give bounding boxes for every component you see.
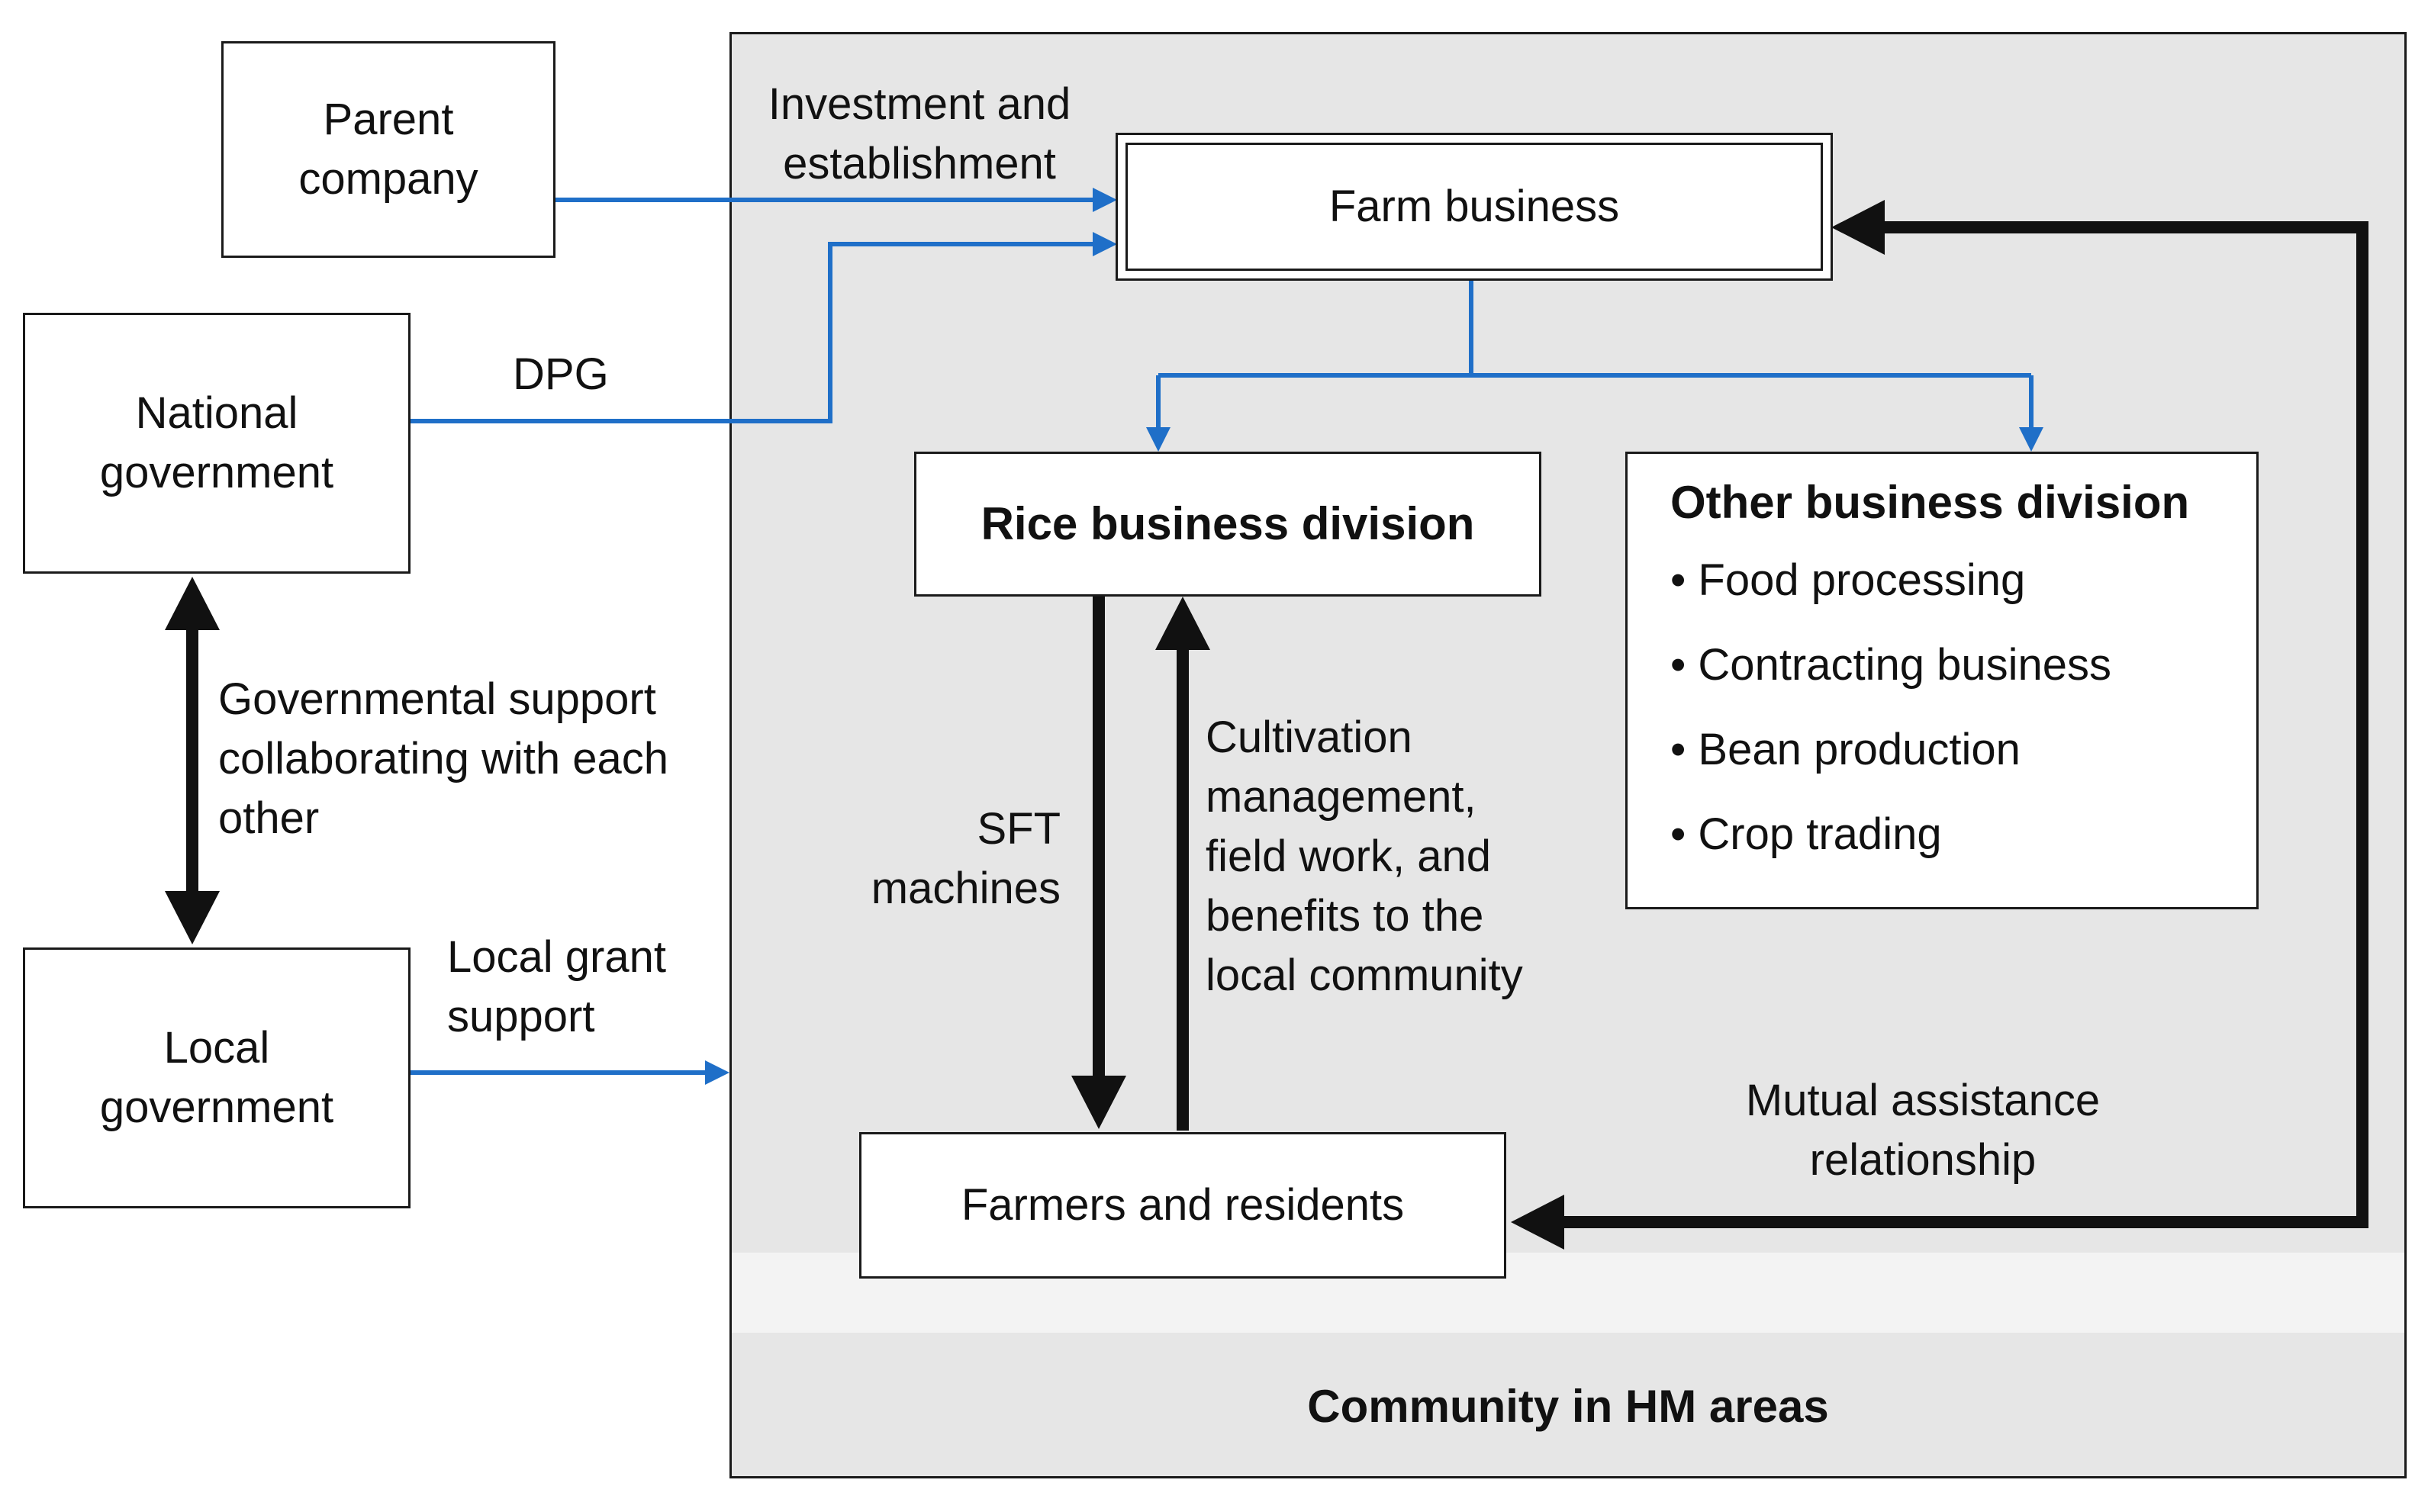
rice-division-label: Rice business division: [981, 498, 1475, 549]
local-government-box: Local government: [23, 947, 411, 1208]
mutual-assistance-label: Mutual assistance relationship: [1745, 1076, 2101, 1185]
dpg-arrow: [411, 232, 1117, 423]
other-division-box: Other business division Food processing …: [1625, 452, 2259, 909]
mutual-assistance-arrow: [1511, 200, 2368, 1250]
sft-arrow: [1071, 597, 1126, 1129]
cultivation-arrow: [1155, 597, 1210, 1131]
farm-business-label: Farm business: [1328, 182, 1620, 231]
local-grant-label: Local grant support: [447, 932, 666, 1041]
parent-company-box: Parent company: [221, 41, 555, 258]
list-item: Food processing: [1670, 538, 2256, 622]
other-division-list: Food processing Contracting business Bea…: [1670, 538, 2256, 877]
local-government-label: Local government: [99, 1023, 334, 1132]
dpg-label: DPG: [513, 349, 609, 399]
farm-business-box: Farm business: [1116, 133, 1833, 281]
local-grant-arrow: [411, 1060, 729, 1085]
gov-support-label: Governmental support collaborating with …: [218, 674, 669, 843]
rice-division-box: Rice business division: [914, 452, 1541, 597]
sft-label: SFT machines: [871, 804, 1061, 913]
farmers-label: Farmers and residents: [961, 1180, 1405, 1230]
list-item: Bean production: [1670, 707, 2256, 792]
gov-collaboration-arrow: [165, 577, 220, 944]
list-item: Crop trading: [1670, 792, 2256, 877]
investment-label: Investment and establishment: [768, 79, 1071, 188]
cultivation-label: Cultivation management, field work, and …: [1206, 713, 1523, 1000]
parent-company-label: Parent company: [298, 95, 478, 204]
community-label: Community in HM areas: [1307, 1380, 1829, 1432]
national-government-box: National government: [23, 313, 411, 574]
list-item: Contracting business: [1670, 622, 2256, 707]
investment-arrow: [555, 188, 1117, 212]
national-government-label: National government: [99, 388, 334, 497]
farm-to-divisions-arrow: [1146, 279, 2043, 452]
other-division-title: Other business division: [1670, 477, 2190, 528]
farmers-box: Farmers and residents: [859, 1132, 1506, 1279]
